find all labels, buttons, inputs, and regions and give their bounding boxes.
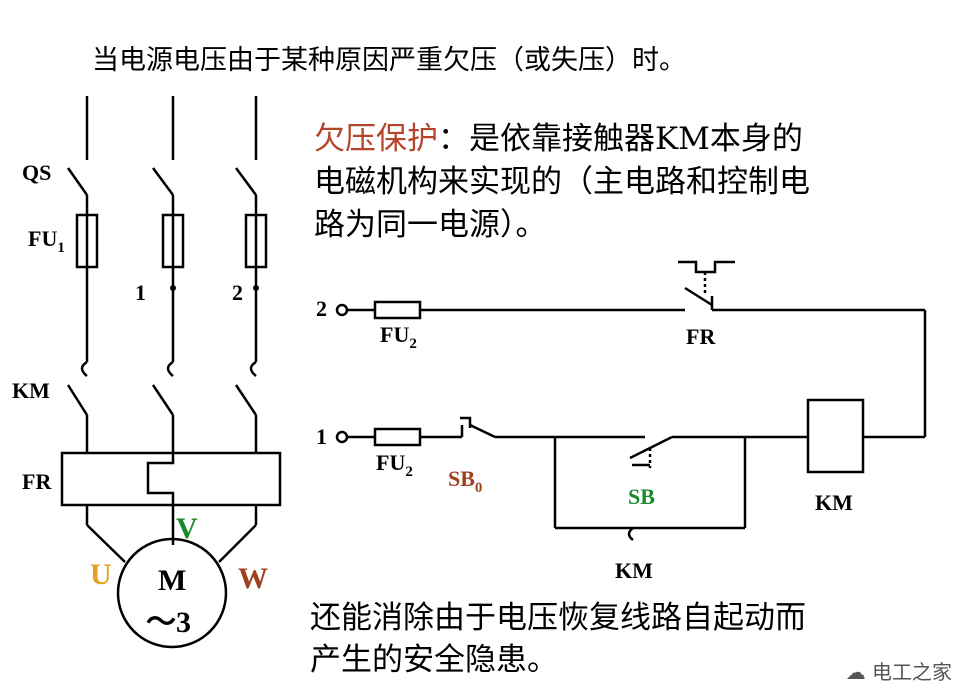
- main-circuit-labels: QS FU1 1 2 KM FR M ～3 U V W: [12, 160, 268, 639]
- explanation-line-1: 欠压保护：是依靠接触器KM本身的: [314, 118, 803, 161]
- km-contact-hook-1: [80, 360, 88, 377]
- km-coil: [806, 398, 865, 474]
- label-node-1: 1: [135, 280, 146, 305]
- label-motor: M: [158, 564, 186, 597]
- explanation-line-2: 电磁机构来实现的（主电路和控制电: [314, 164, 810, 200]
- label-km-coil: KM: [815, 490, 853, 515]
- label-km-main: KM: [12, 378, 50, 403]
- label-fu2-top: FU2: [380, 322, 417, 352]
- qs-blade-2: [151, 167, 175, 196]
- fuse-fu2-top: [373, 300, 422, 320]
- sb0-contact: [469, 423, 496, 439]
- footer-line-1: 还能消除由于电压恢复线路自起动而: [310, 600, 806, 636]
- explanation-line-1-rest: ：是依靠接触器KM本身的: [438, 121, 803, 157]
- wechat-icon: ☁: [845, 660, 866, 684]
- fr-actuator: [678, 260, 735, 274]
- km-aux-contact: [627, 527, 634, 541]
- label-node-2: 2: [232, 280, 243, 305]
- main-circuit: [60, 96, 282, 649]
- sb-start-contact: [629, 435, 673, 460]
- label-fr-ctrl: FR: [686, 324, 716, 349]
- fr-thermal-relay-box: [60, 451, 282, 507]
- qs-blade-3: [234, 167, 258, 196]
- qs-blade-1: [66, 167, 89, 196]
- fuse-fu2-bottom: [373, 427, 422, 447]
- heading-text: 当电源电压由于某种原因严重欠压（或失压）时。: [92, 45, 686, 76]
- main-circuit-dots: [170, 285, 259, 291]
- label-fr-main: FR: [22, 469, 52, 494]
- sb0-actuator: [460, 416, 472, 428]
- label-fu1: FU1: [28, 226, 65, 256]
- term-undervoltage-protection: 欠压保护: [314, 121, 438, 157]
- watermark-text: 电工之家: [872, 660, 952, 684]
- km-contact-hook-3: [249, 360, 257, 377]
- label-ctrl-node-2: 2: [316, 296, 327, 321]
- control-circuit: [335, 260, 927, 541]
- fr-nc-contact: [684, 286, 713, 307]
- footer-line-2: 产生的安全隐患。: [310, 642, 558, 678]
- terminal-2: [335, 303, 349, 317]
- label-km-contact: KM: [615, 558, 653, 583]
- label-phase-w: W: [238, 562, 268, 595]
- label-fu2-bottom: FU2: [376, 450, 413, 480]
- terminal-1: [335, 430, 349, 444]
- motor-circle: [116, 537, 228, 649]
- watermark: ☁ 电工之家: [846, 656, 952, 685]
- km-contact-hook-2: [166, 360, 174, 377]
- label-phase-u: U: [90, 558, 112, 591]
- label-sb: SB: [628, 484, 655, 509]
- label-qs: QS: [22, 160, 51, 185]
- label-sb0: SB0: [448, 466, 482, 496]
- explanation-line-3: 路为同一电源）。: [314, 207, 547, 243]
- label-motor-phase: ～3: [146, 606, 191, 639]
- label-phase-v: V: [176, 512, 198, 545]
- fr-heater-element: [146, 453, 175, 505]
- label-ctrl-node-1: 1: [316, 424, 327, 449]
- control-circuit-labels: 2 1 FU2 FU2 FR SB0 SB KM KM: [316, 296, 853, 583]
